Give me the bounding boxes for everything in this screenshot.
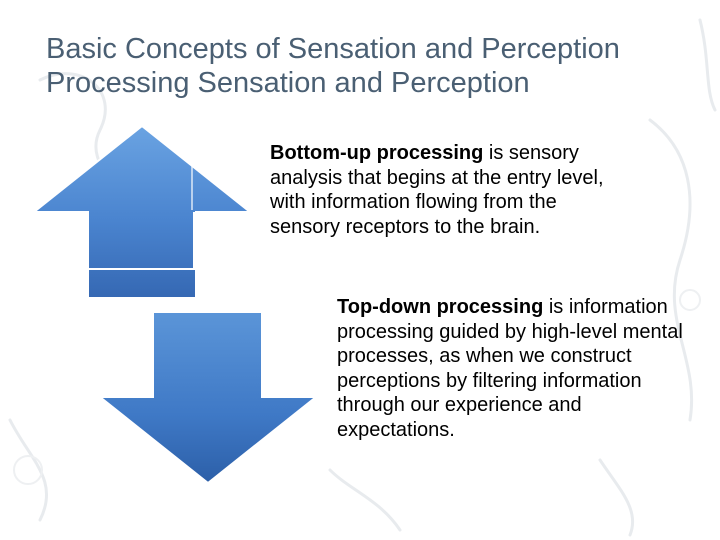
slide-title: Basic Concepts of Sensation and Percepti… <box>46 32 706 100</box>
title-line-2: Processing Sensation and Perception <box>46 67 530 99</box>
top-down-definition: is information processing guided by high… <box>337 296 683 441</box>
arrow-down-icon <box>97 311 319 485</box>
bottom-up-term: Bottom-up processing <box>270 142 484 164</box>
bottom-up-description: Bottom-up processing is sensory analysis… <box>270 141 615 239</box>
top-down-description: Top-down processing is information proce… <box>337 295 697 442</box>
bottom-up-definition: is sensory analysis that begins at the e… <box>270 142 604 238</box>
top-down-term: Top-down processing <box>337 296 544 318</box>
arrow-up-icon <box>31 124 253 299</box>
title-line-1: Basic Concepts of Sensation and Percepti… <box>46 33 620 65</box>
